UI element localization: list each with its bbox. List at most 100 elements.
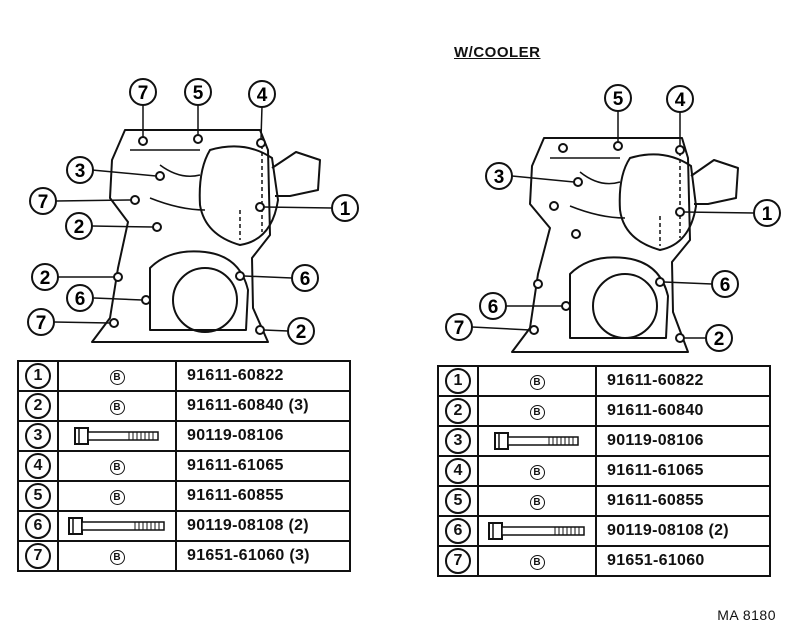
part-number: 90119-08106 bbox=[175, 420, 351, 452]
figure-code: MA 8180 bbox=[717, 607, 776, 623]
b-mark-icon: B bbox=[529, 555, 545, 570]
callout-5: 5 bbox=[604, 84, 632, 112]
part-number: 91611-60855 bbox=[175, 480, 351, 512]
svg-text:2: 2 bbox=[74, 217, 85, 238]
row-number: 5 bbox=[445, 488, 471, 514]
row-number: 1 bbox=[25, 363, 51, 389]
svg-text:2: 2 bbox=[714, 329, 725, 350]
callout-6-left: 6 bbox=[66, 284, 94, 312]
row-number: 4 bbox=[445, 458, 471, 484]
row-number: 3 bbox=[445, 428, 471, 454]
bolt-table-left: 1 B 91611-60822 2 B 91611-60840 (3) 3 90… bbox=[17, 360, 351, 572]
table-row: 3 90119-08106 bbox=[437, 425, 771, 457]
part-number: 90119-08108 (2) bbox=[175, 510, 351, 542]
row-number: 5 bbox=[25, 483, 51, 509]
water-outlet bbox=[271, 151, 321, 197]
table-row: 6 90119-08108 (2) bbox=[17, 510, 351, 542]
part-number: 91611-60840 bbox=[595, 395, 771, 427]
row-number: 4 bbox=[25, 453, 51, 479]
svg-text:6: 6 bbox=[300, 269, 311, 290]
right-diagram-panel: W/COOLER 5 bbox=[396, 0, 792, 634]
row-number: 6 bbox=[445, 518, 471, 544]
part-number: 91611-61065 bbox=[595, 455, 771, 487]
table-row: 5 B 91611-60855 bbox=[437, 485, 771, 517]
part-number: 91611-60855 bbox=[595, 485, 771, 517]
svg-text:6: 6 bbox=[75, 289, 86, 310]
callout-7-bottom: 7 bbox=[27, 308, 55, 336]
table-row: 1 B 91611-60822 bbox=[437, 365, 771, 397]
row-number: 2 bbox=[25, 393, 51, 419]
crank-bore bbox=[172, 267, 238, 333]
table-row: 7 B 91651-61060 bbox=[437, 545, 771, 577]
table-row: 6 90119-08108 (2) bbox=[437, 515, 771, 547]
svg-text:4: 4 bbox=[257, 85, 268, 106]
cover-outline bbox=[91, 129, 271, 343]
callout-6-right: 6 bbox=[291, 264, 319, 292]
timing-cover-drawing-left: 7 5 4 3 7 1 2 2 bbox=[27, 78, 359, 345]
table-row: 2 B 91611-60840 (3) bbox=[17, 390, 351, 422]
table-row: 5 B 91611-60855 bbox=[17, 480, 351, 512]
callout-3: 3 bbox=[66, 156, 94, 184]
callout-6-right: 6 bbox=[711, 270, 739, 298]
svg-text:5: 5 bbox=[193, 83, 204, 104]
b-mark-icon: B bbox=[529, 495, 545, 510]
water-pump bbox=[198, 145, 279, 246]
part-number: 91611-60822 bbox=[175, 360, 351, 392]
b-mark-icon: B bbox=[109, 370, 125, 385]
callout-3: 3 bbox=[485, 162, 513, 190]
row-number: 2 bbox=[445, 398, 471, 424]
svg-text:6: 6 bbox=[720, 275, 731, 296]
svg-text:4: 4 bbox=[675, 90, 686, 111]
bolt-table-right: 1 B 91611-60822 2 B 91611-60840 3 90119-… bbox=[437, 365, 771, 577]
row-number: 7 bbox=[25, 543, 51, 569]
row-number: 3 bbox=[25, 423, 51, 449]
b-mark-icon: B bbox=[109, 400, 125, 415]
table-row: 4 B 91611-61065 bbox=[17, 450, 351, 482]
svg-text:5: 5 bbox=[613, 89, 624, 110]
table-row: 4 B 91611-61065 bbox=[437, 455, 771, 487]
part-number: 91611-60840 (3) bbox=[175, 390, 351, 422]
crank-bore bbox=[592, 273, 658, 339]
svg-text:7: 7 bbox=[454, 318, 465, 339]
svg-text:1: 1 bbox=[340, 199, 351, 220]
part-number: 91611-61065 bbox=[175, 450, 351, 482]
part-number: 90119-08108 (2) bbox=[595, 515, 771, 547]
table-row: 7 B 91651-61060 (3) bbox=[17, 540, 351, 572]
timing-cover-drawing-right: 5 4 3 1 6 6 7 2 bbox=[445, 84, 781, 353]
crank-housing bbox=[149, 250, 249, 331]
callout-4: 4 bbox=[666, 85, 694, 113]
left-diagram-panel: 7 5 4 3 7 1 2 2 bbox=[17, 78, 359, 572]
svg-text:1: 1 bbox=[762, 204, 773, 225]
long-bolt-icon bbox=[68, 517, 165, 535]
b-mark-icon: B bbox=[109, 550, 125, 565]
b-mark-icon: B bbox=[529, 375, 545, 390]
row-number: 7 bbox=[445, 548, 471, 574]
table-row: 3 90119-08106 bbox=[17, 420, 351, 452]
long-bolt-icon bbox=[488, 522, 585, 540]
svg-text:3: 3 bbox=[494, 167, 505, 188]
callout-6-left: 6 bbox=[479, 292, 507, 320]
panel-title: W/COOLER bbox=[454, 44, 541, 61]
row-number: 6 bbox=[25, 513, 51, 539]
b-mark-icon: B bbox=[109, 490, 125, 505]
svg-text:7: 7 bbox=[38, 192, 49, 213]
svg-text:7: 7 bbox=[36, 313, 47, 334]
table-row: 1 B 91611-60822 bbox=[17, 360, 351, 392]
crank-housing bbox=[569, 256, 669, 339]
callout-7: 7 bbox=[445, 313, 473, 341]
part-number: 91611-60822 bbox=[595, 365, 771, 397]
callout-2: 2 bbox=[705, 324, 733, 352]
callout-1: 1 bbox=[331, 194, 359, 222]
b-mark-icon: B bbox=[109, 460, 125, 475]
row-number: 1 bbox=[445, 368, 471, 394]
cover-outline bbox=[511, 137, 691, 353]
part-number: 91651-61060 (3) bbox=[175, 540, 351, 572]
b-mark-icon: B bbox=[529, 465, 545, 480]
part-number: 90119-08106 bbox=[595, 425, 771, 457]
svg-text:7: 7 bbox=[138, 83, 149, 104]
callout-2-lower: 2 bbox=[287, 317, 315, 345]
short-bolt-icon bbox=[74, 427, 159, 445]
water-pump bbox=[618, 153, 697, 251]
svg-text:2: 2 bbox=[296, 322, 307, 343]
svg-text:6: 6 bbox=[488, 297, 499, 318]
